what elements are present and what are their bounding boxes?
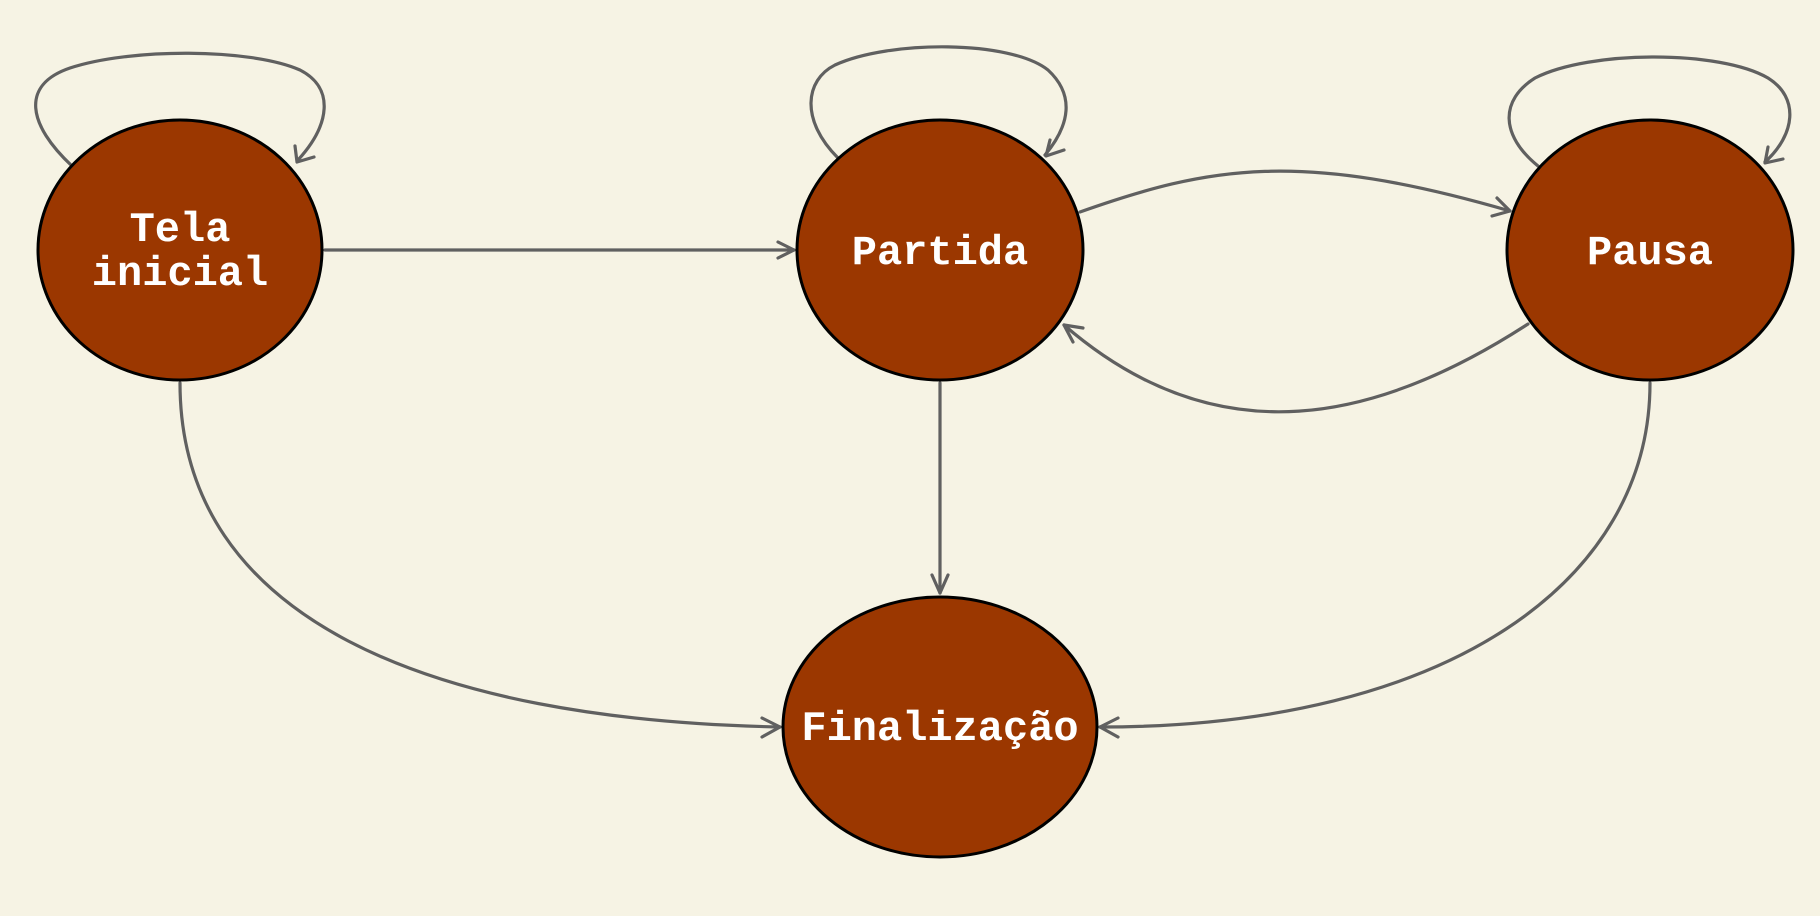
state-finalizacao[interactable]: Finalização [781,595,1099,859]
state-pausa-label: Pausa [1587,229,1713,277]
edge-pausa-to-pausa [1507,55,1792,168]
edge-partida-to-partida [809,45,1068,160]
edge-pausa-to-partida [1062,322,1530,414]
edge-tela-inicial-to-finalizacao [178,381,782,739]
state-tela-inicial-label-line2: inicial [92,250,268,298]
transition-arrows [34,45,1792,739]
state-tela-inicial-label-line1: Tela [130,206,231,254]
state-partida-label: Partida [852,229,1028,277]
state-partida[interactable]: Partida [795,118,1085,382]
state-pausa[interactable]: Pausa [1505,118,1795,382]
edge-tela-inicial-to-partida [323,240,796,260]
edge-pausa-to-finalizacao [1098,381,1652,739]
states: Tela inicial Partida Pausa Finalização [36,118,1795,859]
state-tela-inicial[interactable]: Tela inicial [36,118,324,382]
edge-tela-inicial-to-tela-inicial [34,51,326,168]
state-finalizacao-label: Finalização [801,705,1078,753]
edge-partida-to-finalizacao [930,381,950,595]
edge-partida-to-pausa [1078,169,1512,218]
